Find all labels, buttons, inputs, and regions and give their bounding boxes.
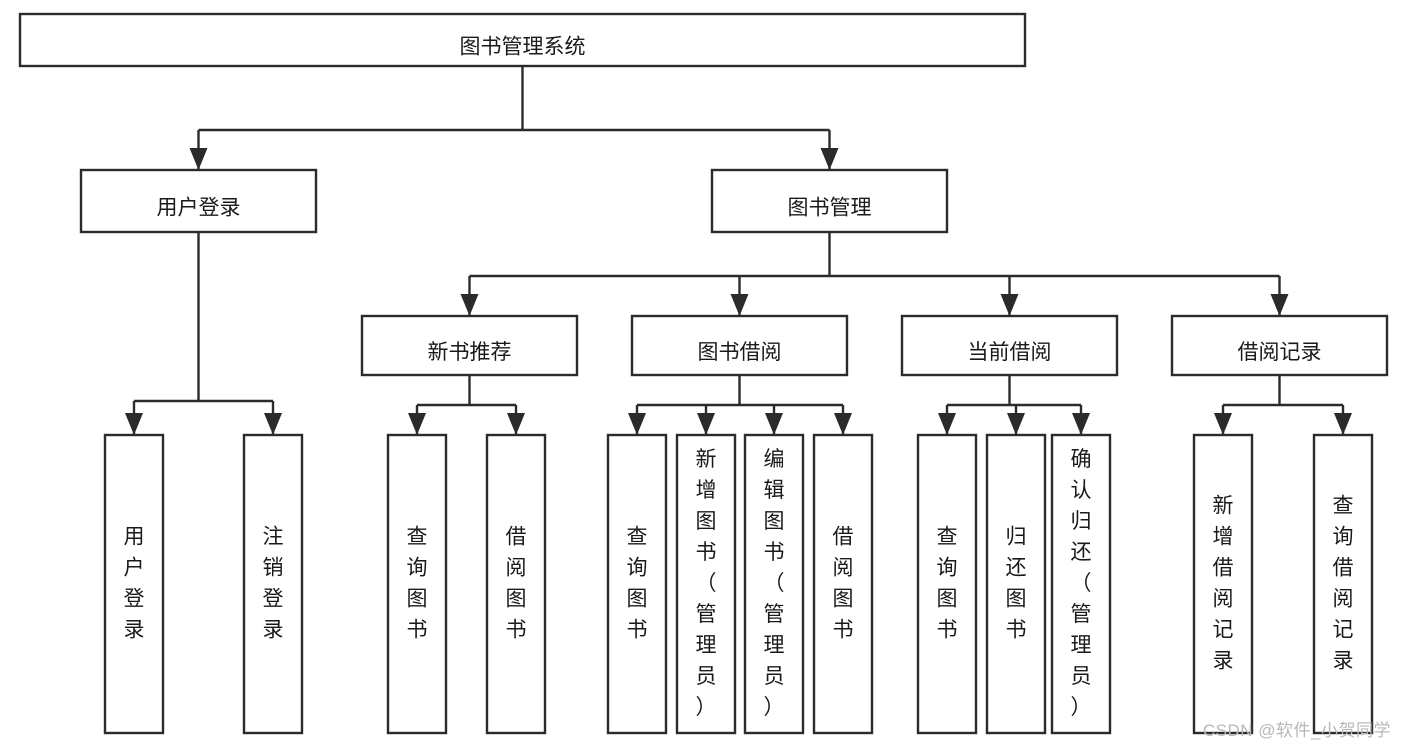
node-label-leaf-add-book-admin: 新增图书（管理员） xyxy=(696,448,717,719)
node-leaf-add-book-admin[interactable]: 新增图书（管理员） xyxy=(675,433,737,735)
node-box-leaf-add-borrow-record xyxy=(1192,433,1254,735)
node-user-login[interactable]: 用户登录 xyxy=(79,168,318,234)
node-root[interactable]: 图书管理系统 xyxy=(18,12,1027,68)
arrow-head-icon xyxy=(408,413,426,435)
node-leaf-edit-book-admin[interactable]: 编辑图书（管理员） xyxy=(743,433,805,735)
node-label-leaf-query-book-current: 查询图书 xyxy=(937,525,958,641)
node-box-user-login xyxy=(79,168,318,234)
node-leaf-logout[interactable]: 注销登录 xyxy=(242,433,304,735)
node-label-leaf-query-book-recommend: 查询图书 xyxy=(407,525,428,641)
node-label-leaf-user-login: 用户登录 xyxy=(124,525,145,641)
arrow-head-icon xyxy=(125,413,143,435)
node-box-book-borrow xyxy=(630,314,849,377)
node-leaf-add-borrow-record[interactable]: 新增借阅记录 xyxy=(1192,433,1254,735)
node-box-leaf-query-book-recommend xyxy=(386,433,448,735)
connector-group-root xyxy=(189,66,839,170)
node-box-borrow-records xyxy=(1170,314,1389,377)
arrow-head-icon xyxy=(264,413,282,435)
connector-group-borrow-records xyxy=(1214,375,1352,435)
arrow-head-icon xyxy=(628,413,646,435)
arrow-head-icon xyxy=(1007,413,1025,435)
node-current-borrow[interactable]: 当前借阅 xyxy=(900,314,1119,377)
node-box-leaf-add-book-admin xyxy=(675,433,737,735)
node-box-leaf-confirm-return-admin xyxy=(1050,433,1112,735)
node-box-current-borrow xyxy=(900,314,1119,377)
arrow-head-icon xyxy=(1072,413,1090,435)
node-box-leaf-user-login xyxy=(103,433,165,735)
arrow-head-icon xyxy=(820,148,839,170)
connector-group-new-book-recommend xyxy=(408,375,525,435)
node-label-leaf-query-borrow-record: 查询借阅记录 xyxy=(1333,494,1354,672)
arrow-head-icon xyxy=(834,413,852,435)
arrow-head-icon xyxy=(1000,294,1019,316)
node-leaf-user-login[interactable]: 用户登录 xyxy=(103,433,165,735)
node-label-leaf-return-book: 归还图书 xyxy=(1006,525,1027,641)
connector-group-user-login xyxy=(125,232,282,435)
node-label-leaf-borrow-book-recommend: 借阅图书 xyxy=(506,525,527,641)
node-box-book-management xyxy=(710,168,949,234)
node-borrow-records[interactable]: 借阅记录 xyxy=(1170,314,1389,377)
arrow-head-icon xyxy=(507,413,525,435)
node-leaf-confirm-return-admin[interactable]: 确认归还（管理员） xyxy=(1050,433,1112,735)
node-box-leaf-query-borrow-record xyxy=(1312,433,1374,735)
node-leaf-query-borrow-record[interactable]: 查询借阅记录 xyxy=(1312,433,1374,735)
arrow-head-icon xyxy=(460,294,479,316)
arrow-head-icon xyxy=(1334,413,1352,435)
node-box-new-book-recommend xyxy=(360,314,579,377)
node-leaf-borrow-book[interactable]: 借阅图书 xyxy=(812,433,874,735)
node-box-leaf-borrow-book xyxy=(812,433,874,735)
node-book-borrow[interactable]: 图书借阅 xyxy=(630,314,849,377)
node-label-book-management: 图书管理 xyxy=(788,197,872,220)
node-label-new-book-recommend: 新书推荐 xyxy=(428,341,512,364)
connector-group-book-management xyxy=(460,232,1289,316)
node-box-leaf-query-book-borrow xyxy=(606,433,668,735)
node-box-leaf-borrow-book-recommend xyxy=(485,433,547,735)
node-leaf-query-book-recommend[interactable]: 查询图书 xyxy=(386,433,448,735)
node-box-leaf-edit-book-admin xyxy=(743,433,805,735)
node-label-leaf-query-book-borrow: 查询图书 xyxy=(627,525,648,641)
arrow-head-icon xyxy=(1214,413,1232,435)
node-label-leaf-confirm-return-admin: 确认归还（管理员） xyxy=(1071,448,1092,719)
edges-layer xyxy=(125,66,1352,435)
node-label-leaf-borrow-book: 借阅图书 xyxy=(833,525,854,641)
arrow-head-icon xyxy=(765,413,783,435)
nodes-layer: 图书管理系统用户登录图书管理新书推荐图书借阅当前借阅借阅记录用户登录注销登录查询… xyxy=(18,12,1389,735)
arrow-head-icon xyxy=(938,413,956,435)
arrow-head-icon xyxy=(189,148,208,170)
node-leaf-return-book[interactable]: 归还图书 xyxy=(985,433,1047,735)
node-leaf-borrow-book-recommend[interactable]: 借阅图书 xyxy=(485,433,547,735)
arrow-head-icon xyxy=(697,413,715,435)
node-label-user-login: 用户登录 xyxy=(157,197,241,220)
node-label-leaf-edit-book-admin: 编辑图书（管理员） xyxy=(764,448,785,719)
arrow-head-icon xyxy=(1270,294,1289,316)
node-new-book-recommend[interactable]: 新书推荐 xyxy=(360,314,579,377)
node-label-root: 图书管理系统 xyxy=(460,36,586,59)
connector-group-current-borrow xyxy=(938,375,1090,435)
node-leaf-query-book-current[interactable]: 查询图书 xyxy=(916,433,978,735)
node-book-management[interactable]: 图书管理 xyxy=(710,168,949,234)
connector-group-book-borrow xyxy=(628,375,852,435)
node-box-leaf-return-book xyxy=(985,433,1047,735)
node-label-book-borrow: 图书借阅 xyxy=(698,341,782,364)
arrow-head-icon xyxy=(730,294,749,316)
node-box-root xyxy=(18,12,1027,68)
node-box-leaf-query-book-current xyxy=(916,433,978,735)
node-box-leaf-logout xyxy=(242,433,304,735)
node-label-leaf-add-borrow-record: 新增借阅记录 xyxy=(1213,494,1234,672)
node-leaf-query-book-borrow[interactable]: 查询图书 xyxy=(606,433,668,735)
node-label-current-borrow: 当前借阅 xyxy=(968,341,1052,364)
node-label-leaf-logout: 注销登录 xyxy=(263,525,284,641)
node-label-borrow-records: 借阅记录 xyxy=(1238,341,1322,364)
